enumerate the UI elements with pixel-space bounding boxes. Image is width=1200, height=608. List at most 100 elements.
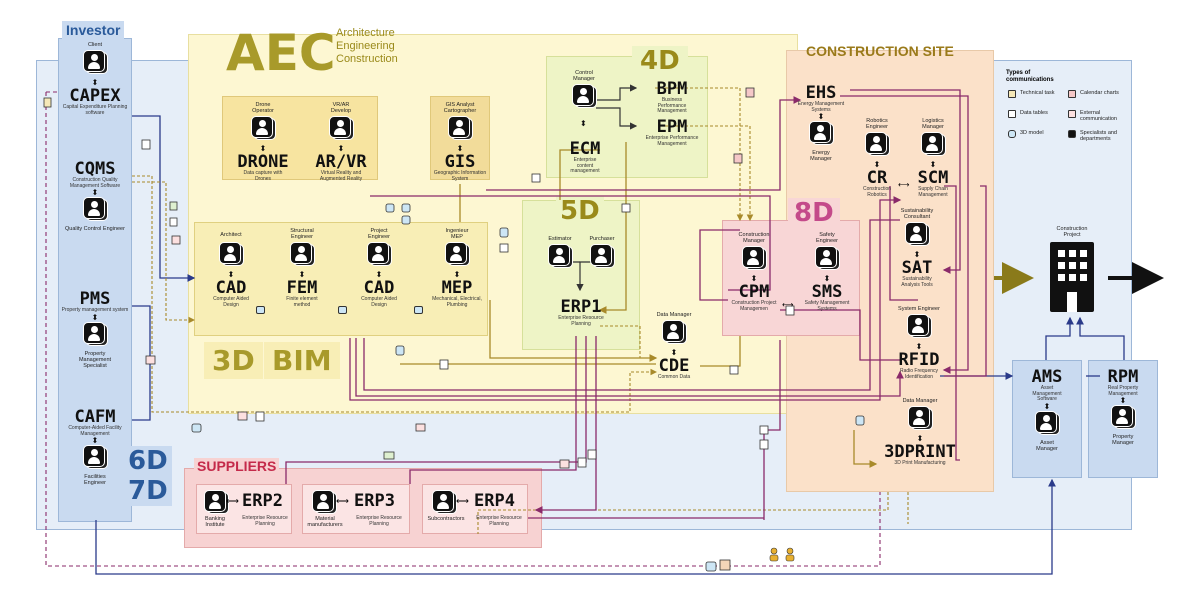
cde-node[interactable]: Data Manager ⬍ CDE Common Data (650, 312, 698, 381)
updown-arrow-icon: ⬍ (456, 144, 464, 153)
bim-group (194, 222, 488, 336)
legend-item: Technical task (1020, 90, 1055, 96)
capex-node[interactable]: Client ⬍ CAPEX Capital Expenditure Plann… (58, 42, 132, 116)
bpm-code: BPM (656, 79, 688, 99)
ams-node[interactable]: AMS Asset Management Software ⬍ Asset Ma… (1012, 368, 1082, 452)
capex-code: CAPEX (69, 86, 121, 106)
vrar-developer-avatar-icon (329, 116, 354, 140)
estimator-node[interactable]: Estimator (540, 236, 580, 273)
cqms-node[interactable]: CQMS Construction Quality Management Sof… (58, 160, 132, 232)
rfid-role: System Engineer (898, 306, 940, 312)
cpm-node[interactable]: Construction Manager ⬍ CPM Construction … (726, 232, 782, 312)
purchaser-node[interactable]: Purchaser (582, 236, 622, 273)
drone-desc: Data capture with Drones (243, 170, 283, 182)
mep-node[interactable]: Ingenieur MEP ⬍ MEP Mechanical, Electric… (424, 228, 490, 308)
cpm-code: CPM (738, 282, 770, 302)
rpm-desc: Real Property Management (1107, 385, 1139, 397)
epm-node[interactable]: EPM Enterprise Performance Management (636, 118, 708, 147)
erp4-arrow: ⟷ (456, 496, 469, 506)
updown-arrow-icon: ⬍ (91, 78, 99, 87)
print3d-code: 3DPRINT (884, 442, 956, 462)
legend-title: Types of communications (1006, 70, 1054, 83)
updown-arrow-icon: ⬍ (453, 270, 461, 279)
arvr-code: AR/VR (315, 152, 367, 172)
erp2-code: ERP2 (242, 491, 283, 511)
legend-item: External communication (1080, 110, 1117, 122)
cad1-node[interactable]: Architect ⬍ CAD Computer Aided Design (198, 232, 264, 308)
legend: Types of communications Technical task C… (1006, 70, 1126, 150)
data-table-icon (1008, 110, 1016, 118)
rfid-node[interactable]: System Engineer ⬍ RFID Radio Frequency I… (886, 306, 952, 380)
cde-role: Data Manager (656, 312, 692, 318)
updown-arrow-icon: ⬍ (91, 312, 99, 322)
epm-desc: Enterprise Performance Management (645, 135, 699, 147)
specialists-icon (1068, 130, 1076, 138)
cafm-node[interactable]: CAFM Computer-Aided Facility Management … (58, 408, 132, 486)
cad2-node[interactable]: Project Engineer ⬍ CAD Computer Aided De… (346, 228, 412, 308)
erp4-role: Subcontractors (427, 516, 465, 522)
sat-node[interactable]: Sustainability Consultant ⬍ SAT Sustaina… (886, 208, 948, 288)
system-engineer-avatar-icon (907, 314, 932, 338)
gis-code: GIS (444, 152, 476, 172)
updown-arrow-icon: ⬍ (750, 274, 758, 283)
sms-node[interactable]: Safety Engineer ⬍ SMS Safety Management … (796, 232, 858, 312)
cad1-desc: Computer Aided Design (213, 296, 249, 308)
rfid-code: RFID (898, 350, 940, 370)
cad2-code: CAD (363, 278, 395, 298)
pms-role: Property Management Specialist (78, 350, 112, 369)
bpm-node[interactable]: BPM Business Performance Management (636, 80, 708, 115)
ecm-code: ECM (569, 139, 601, 159)
suppliers-title: SUPPLIERS (194, 458, 280, 474)
capex-desc: Capital Expenditure Planning software (62, 104, 128, 116)
erp2-desc: Enterprise Resource Planning (242, 515, 288, 527)
updown-arrow-icon: ⬍ (915, 342, 923, 351)
drone-node[interactable]: Drone Operator ⬍ DRONE Data capture with… (226, 102, 300, 182)
ams-role: Asset Manager (1036, 439, 1058, 452)
legend-item: Specialists and departments (1080, 130, 1117, 142)
cr-node[interactable]: Robotics Engineer ⬍ CR Construction Robo… (852, 118, 902, 198)
aec-subtitle-line: Construction (336, 53, 398, 65)
ehs-desc: Energy Management Systems (797, 101, 845, 113)
sms-code: SMS (811, 282, 843, 302)
mep-code: MEP (441, 278, 473, 298)
cpm-role: Construction Manager (738, 232, 770, 244)
project-node[interactable]: Construction Project (1034, 226, 1110, 312)
gis-role: GIS Analyst Cartographer (443, 102, 477, 114)
erp2-role: Banking Institute (205, 516, 225, 528)
pms-node[interactable]: PMS Property management system ⬍ Propert… (58, 290, 132, 369)
scm-node[interactable]: Logistics Manager ⬍ SCM Supply Chain Man… (902, 118, 964, 198)
rpm-node[interactable]: RPM Real Property Management ⬍ Property … (1088, 368, 1158, 446)
gold-dashed-links (132, 87, 909, 534)
estimator-role: Estimator (548, 236, 572, 242)
gis-node[interactable]: GIS Analyst Cartographer ⬍ GIS Geographi… (428, 102, 492, 182)
rpm-code: RPM (1107, 367, 1139, 387)
control-node[interactable]: Control Manager (560, 70, 608, 113)
updown-arrow-icon: ⬍ (1119, 396, 1127, 406)
aec-subtitle-line: Architecture (336, 27, 395, 39)
fem-node[interactable]: Structural Engineer ⬍ FEM Finite element… (270, 228, 334, 308)
erp1-desc: Enterprise Resource Planning (558, 315, 604, 327)
cad1-code: CAD (215, 278, 247, 298)
cr-desc: Construction Robotics (862, 186, 892, 198)
arvr-node[interactable]: VR/AR Develop ⬍ AR/VR Virtual Reality an… (304, 102, 378, 182)
ecm-node[interactable]: ECM Enterprise content management (556, 140, 614, 175)
fem-role: Structural Engineer (290, 228, 314, 240)
erp1-node[interactable]: ERP1 Enterprise Resource Planning (550, 298, 612, 327)
legend-item: Calendar charts (1080, 90, 1119, 96)
ehs-node[interactable]: EHS Energy Management Systems ⬍ Energy M… (790, 84, 852, 162)
purchaser-avatar-icon (590, 244, 615, 268)
data-manager-avatar-icon (908, 406, 933, 430)
investor-title: Investor (62, 21, 125, 39)
print3d-desc: 3D Print Manufacturing (894, 460, 946, 466)
erp4-desc: Enterprise Resource Planning (476, 515, 522, 527)
doc-markers (43, 87, 865, 572)
six-d-title: 6D (124, 446, 172, 476)
subcontractor-avatar-icon (432, 490, 457, 514)
3d-model-icon (1008, 130, 1016, 138)
print3d-node[interactable]: Data Manager ⬍ 3DPRINT 3D Print Manufact… (872, 398, 968, 467)
legend-item: Data tables (1020, 110, 1048, 116)
building-icon (1050, 242, 1094, 312)
erp2-arrow: ⟷ (226, 496, 239, 506)
project-role: Construction Project (1056, 226, 1088, 238)
updown-arrow-icon: ⬍ (227, 270, 235, 279)
